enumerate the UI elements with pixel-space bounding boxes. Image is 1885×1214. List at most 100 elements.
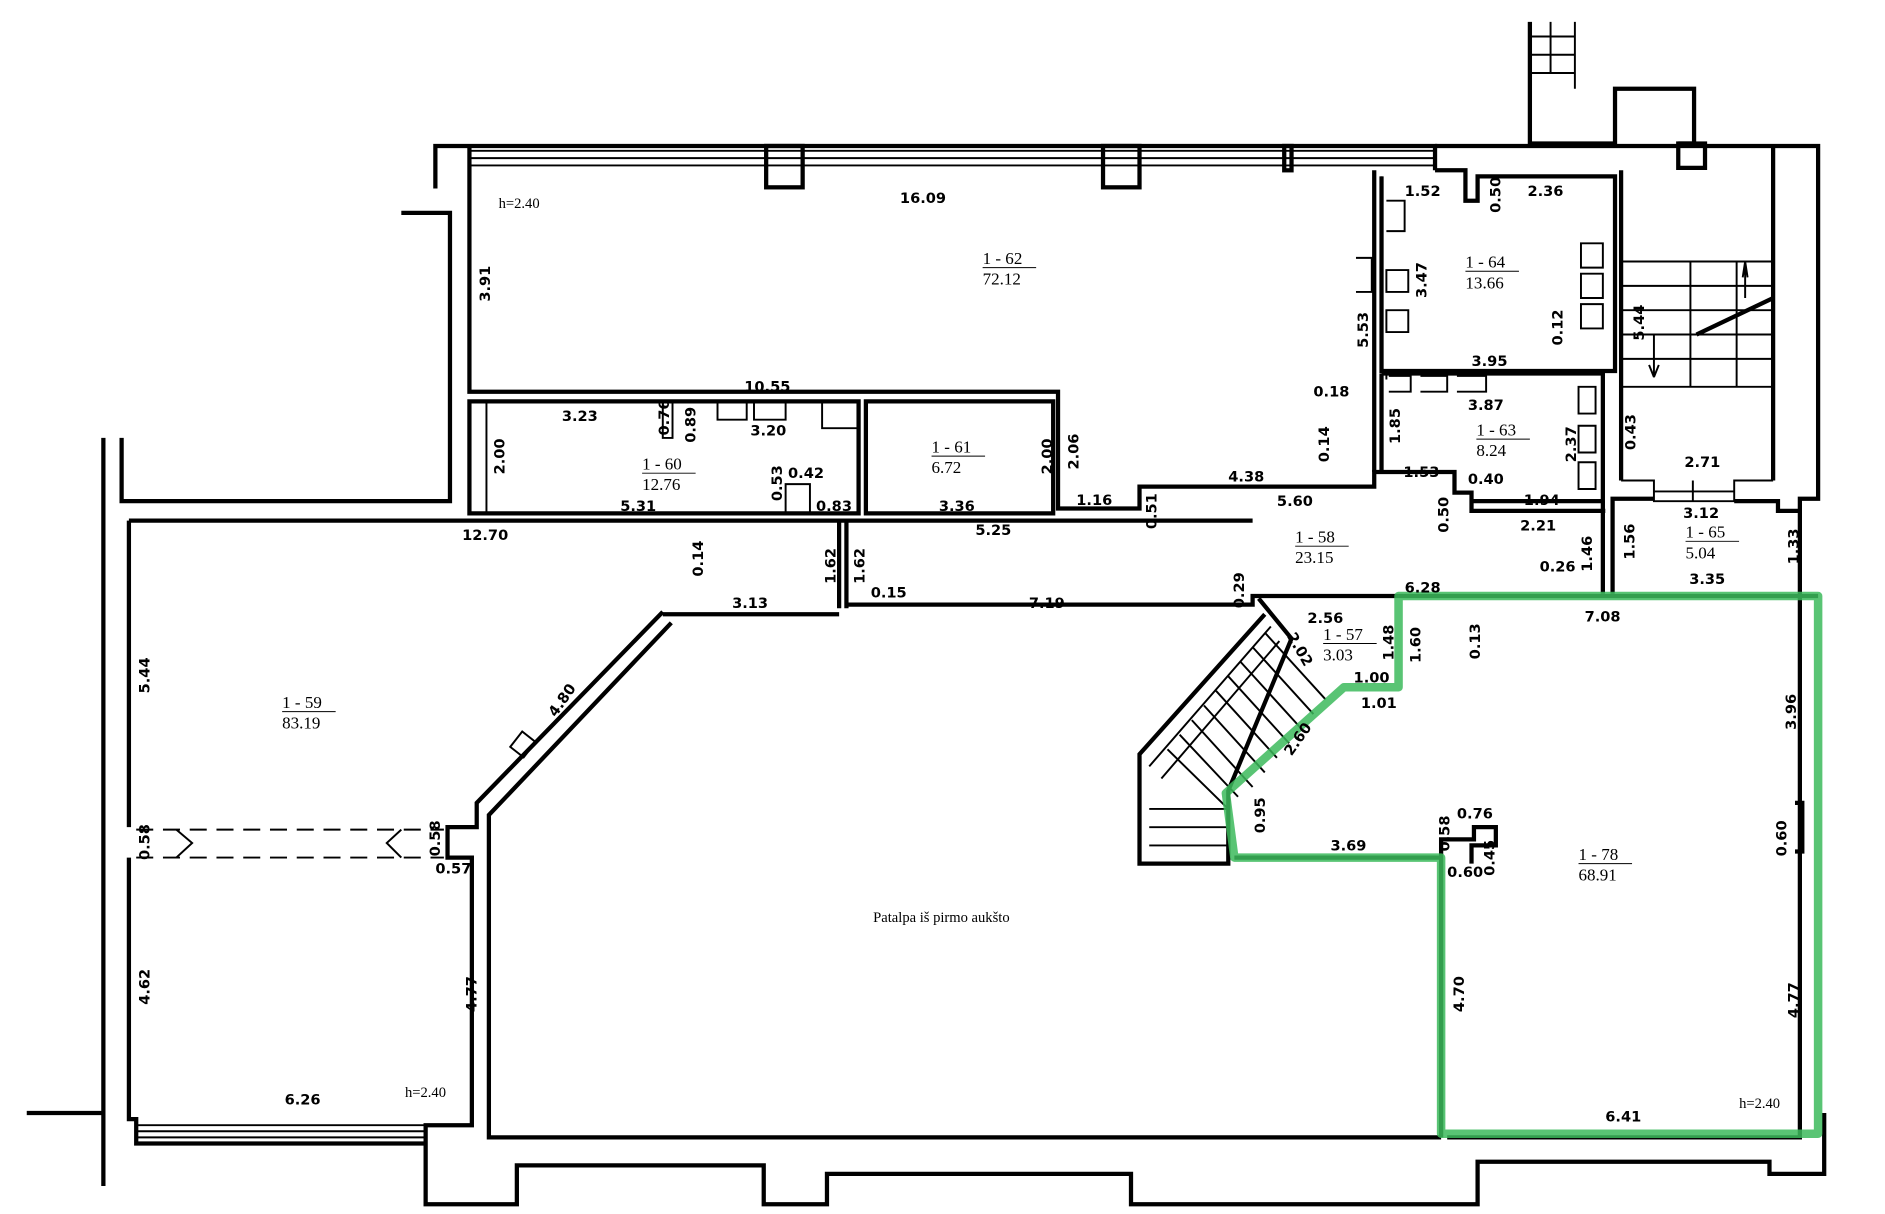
room-number: 1 - 63 bbox=[1476, 420, 1516, 439]
room-number: 1 - 64 bbox=[1465, 253, 1505, 272]
dimension-label: 0.14 bbox=[1316, 426, 1333, 462]
dimension-label: 1.85 bbox=[1387, 408, 1404, 444]
room-area: 8.24 bbox=[1476, 441, 1506, 460]
dimension-label: 5.53 bbox=[1355, 312, 1372, 348]
dimension-label: 1.53 bbox=[1403, 464, 1439, 481]
dimension-label: 6.28 bbox=[1405, 579, 1441, 596]
room-area: 83.19 bbox=[282, 714, 320, 733]
dimension-label: 4.62 bbox=[137, 969, 154, 1005]
dimension-label: 0.83 bbox=[816, 498, 852, 515]
dimension-label: 2.06 bbox=[1066, 434, 1083, 470]
dimension-label: 4.77 bbox=[1786, 982, 1803, 1018]
dimension-label: 3.91 bbox=[477, 266, 494, 302]
room-area: 5.04 bbox=[1686, 543, 1716, 562]
dimension-label: 5.31 bbox=[620, 498, 656, 515]
dimension-label: 0.45 bbox=[1482, 840, 1499, 876]
dimension-label: 3.35 bbox=[1689, 571, 1725, 588]
dimension-label: 0.58 bbox=[137, 824, 154, 860]
dimension-label: 0.42 bbox=[788, 465, 824, 482]
dimension-label: 0.76 bbox=[656, 400, 673, 436]
dimension-label: 0.29 bbox=[1231, 572, 1248, 608]
room-number: 1 - 65 bbox=[1686, 523, 1726, 542]
dimension-label: 6.26 bbox=[285, 1092, 321, 1109]
ceiling-height-label: h=2.40 bbox=[405, 1085, 446, 1101]
dimension-label: 3.96 bbox=[1783, 694, 1800, 730]
dimension-label: 0.51 bbox=[1144, 493, 1161, 529]
dimension-label: 5.60 bbox=[1277, 493, 1313, 510]
dimension-label: 0.76 bbox=[1457, 806, 1493, 823]
dimension-label: 2.21 bbox=[1520, 517, 1556, 534]
room-number: 1 - 78 bbox=[1579, 845, 1619, 864]
dimension-label: 4.38 bbox=[1228, 469, 1264, 486]
dimension-label: 3.23 bbox=[562, 408, 598, 425]
dimension-label: 0.12 bbox=[1550, 309, 1567, 345]
dimension-label: 0.43 bbox=[1623, 414, 1640, 450]
dimension-label: 0.26 bbox=[1540, 559, 1576, 576]
dimension-label: 0.53 bbox=[769, 465, 786, 501]
dimension-label: 0.58 bbox=[1437, 816, 1454, 852]
dimension-label: 2.00 bbox=[1039, 438, 1056, 474]
dimension-label: 0.50 bbox=[1435, 497, 1452, 533]
dimension-label: 3.36 bbox=[939, 498, 975, 515]
dimension-label: 0.13 bbox=[1467, 623, 1484, 659]
dimension-label: 4.70 bbox=[1451, 976, 1468, 1012]
dimension-label: 0.50 bbox=[1488, 177, 1505, 213]
room-area: 12.76 bbox=[642, 475, 680, 494]
dimension-label: 0.15 bbox=[871, 584, 907, 601]
dimension-label: 0.18 bbox=[1313, 384, 1349, 401]
dimension-label: 2.56 bbox=[1307, 610, 1343, 627]
dimension-label: 0.40 bbox=[1468, 471, 1504, 488]
dimension-label: 0.57 bbox=[435, 860, 471, 877]
dimension-label: 2.71 bbox=[1684, 454, 1720, 471]
dimension-label: 1.62 bbox=[852, 548, 869, 584]
dimension-label: 1.00 bbox=[1354, 669, 1390, 686]
dimension-label: 1.01 bbox=[1361, 695, 1397, 712]
center-room-label: Patalpa iš pirmo aukšto bbox=[873, 910, 1009, 926]
walls bbox=[26, 21, 1827, 1207]
room-number: 1 - 58 bbox=[1295, 528, 1335, 547]
dimension-label: 0.58 bbox=[427, 820, 444, 856]
dimension-label: 0.14 bbox=[690, 541, 707, 577]
dimension-label: 5.44 bbox=[137, 657, 154, 693]
dimension-label: 1.33 bbox=[1786, 528, 1803, 564]
room-number: 1 - 60 bbox=[642, 455, 682, 474]
dimension-label: 10.55 bbox=[744, 379, 790, 396]
room-number: 1 - 62 bbox=[983, 249, 1023, 268]
dimension-label: 2.00 bbox=[492, 438, 509, 474]
dimension-label: 3.69 bbox=[1330, 837, 1366, 854]
dimension-label: 5.25 bbox=[975, 522, 1011, 539]
dimension-label: 1.52 bbox=[1405, 183, 1441, 200]
dimension-label: 0.95 bbox=[1252, 797, 1269, 833]
ceiling-height-label: h=2.40 bbox=[1739, 1096, 1780, 1112]
room-area: 23.15 bbox=[1295, 548, 1333, 567]
dimension-label: 7.08 bbox=[1585, 609, 1621, 626]
dimension-label: 5.44 bbox=[1631, 305, 1648, 341]
room-number: 1 - 57 bbox=[1323, 625, 1363, 644]
dimension-label: 3.13 bbox=[732, 595, 768, 612]
ceiling-height-label: h=2.40 bbox=[499, 196, 540, 212]
dimension-label: 3.12 bbox=[1683, 505, 1719, 522]
dimension-label: 0.60 bbox=[1773, 820, 1790, 856]
highlighted-room-outline bbox=[1221, 591, 1823, 1138]
room-area: 3.03 bbox=[1323, 646, 1353, 665]
dimension-label: 0.89 bbox=[683, 407, 700, 443]
dimension-label: 1.62 bbox=[822, 548, 839, 584]
dimension-label: 16.09 bbox=[900, 190, 946, 207]
dimension-label: 2.37 bbox=[1563, 426, 1580, 462]
dimension-label: 3.47 bbox=[1414, 262, 1431, 298]
dimension-label: 1.46 bbox=[1579, 536, 1596, 572]
room-area: 72.12 bbox=[983, 270, 1021, 289]
dimension-label: 1.60 bbox=[1407, 627, 1424, 663]
dimension-label: 1.48 bbox=[1381, 625, 1398, 661]
dimension-label: 4.77 bbox=[464, 976, 481, 1012]
dimension-label: 12.70 bbox=[462, 527, 508, 544]
dimension-label: 1.56 bbox=[1621, 524, 1638, 560]
dimension-label: 2.36 bbox=[1527, 183, 1563, 200]
dimension-label: 3.95 bbox=[1472, 353, 1508, 370]
room-number: 1 - 59 bbox=[282, 693, 322, 712]
room-area: 68.91 bbox=[1579, 866, 1617, 885]
dimension-label: 1.94 bbox=[1524, 492, 1560, 509]
